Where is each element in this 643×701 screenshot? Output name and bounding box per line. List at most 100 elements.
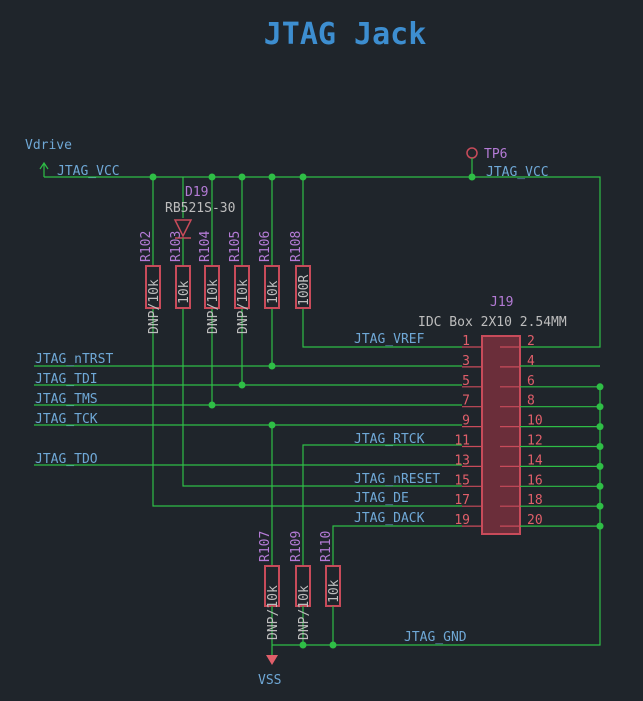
net-label-tck: JTAG_TCK	[35, 412, 98, 427]
net-label-gnd: JTAG_GND	[404, 630, 467, 645]
resistor-r105: R105 DNP/10k	[228, 177, 251, 385]
r105-ref: R105	[228, 231, 243, 262]
gnd-bus-wire	[272, 385, 601, 646]
r102-body	[145, 265, 161, 309]
net-label-vref: JTAG_VREF	[354, 332, 425, 347]
pin-number-right: 16	[527, 473, 543, 488]
junction-dot	[329, 641, 337, 649]
pin-number-left: 5	[462, 374, 470, 389]
resistor-r108: R108 100R	[289, 177, 462, 348]
net-label-tdo: JTAG_TDO	[35, 452, 98, 467]
net-label-de: JTAG_DE	[354, 491, 409, 506]
junction-dot	[299, 641, 307, 649]
junction-dot	[208, 401, 216, 409]
net-label-nreset: JTAG_nRESET	[354, 472, 440, 487]
pin-number-right: 10	[527, 414, 543, 429]
r102-ref: R102	[139, 231, 154, 262]
junction-dot	[596, 383, 604, 391]
r107-value: DNP/10k	[266, 585, 281, 640]
junction-dot	[596, 423, 604, 431]
diode-ref: D19	[185, 185, 208, 200]
r110-value: 10k	[327, 579, 342, 603]
vss-triangle-icon	[266, 655, 278, 665]
pin-number-right: 14	[527, 453, 543, 468]
connector-j19: J19 IDC Box 2X10 2.54MM 1357911131517192…	[418, 295, 600, 535]
junction-dot	[238, 381, 246, 389]
r103-ref: R103	[169, 231, 184, 262]
r109-value: DNP/10k	[297, 585, 312, 640]
r108-value: 100R	[297, 275, 312, 306]
junction-dot	[596, 403, 604, 411]
diode-triangle-icon	[173, 219, 193, 238]
pin-number-left: 1	[462, 334, 470, 349]
pin-number-left: 3	[462, 354, 470, 369]
resistor-r107: R107 DNP/10k	[258, 531, 281, 655]
r108-wires	[302, 177, 462, 348]
junction-dot	[596, 443, 604, 450]
r103-body	[175, 265, 191, 309]
pin-number-left: 7	[462, 394, 470, 409]
vdrive-power-symbol: Vdrive	[25, 138, 72, 177]
connector-value: IDC Box 2X10 2.54MM	[418, 315, 567, 330]
net-label-vcc-left: JTAG_VCC	[57, 164, 120, 179]
r106-ref: R106	[258, 231, 273, 262]
r104-body	[204, 265, 220, 309]
right-junction-dots	[596, 383, 604, 530]
pin-number-left: 11	[454, 434, 470, 449]
r103-wires	[182, 308, 462, 487]
r109-ref: R109	[289, 531, 304, 562]
connector-body	[481, 335, 521, 535]
r104-ref: R104	[198, 231, 213, 262]
net-label-tdi: JTAG_TDI	[35, 372, 98, 387]
pin-number-right: 2	[527, 334, 535, 349]
r108-body	[295, 265, 311, 309]
r107-ref: R107	[258, 531, 273, 562]
pin-number-left: 19	[454, 513, 470, 528]
sheet-title: JTAG Jack	[264, 17, 427, 52]
testpoint-tp6: TP6	[466, 147, 507, 177]
r108-ref: R108	[289, 231, 304, 262]
resistor-r110: R110 10k	[319, 531, 342, 645]
pin-number-right: 18	[527, 493, 543, 508]
connector-pin-lines	[462, 346, 600, 527]
r106-body	[264, 265, 280, 309]
vdrive-label: Vdrive	[25, 138, 72, 153]
vss-label: VSS	[258, 673, 281, 688]
r102-wires	[152, 177, 462, 507]
r103-value: 10k	[177, 280, 192, 304]
pin-number-right: 12	[527, 434, 543, 449]
pin-number-right: 20	[527, 513, 543, 528]
pin-number-left: 17	[454, 493, 470, 508]
pin-number-left: 15	[454, 473, 470, 488]
connector-ref: J19	[490, 295, 513, 310]
diode-d19: D19 RB521S-30	[165, 177, 235, 266]
r102-value: DNP/10k	[147, 279, 162, 334]
diode-value: RB521S-30	[165, 201, 235, 216]
resistor-r109: R109 DNP/10k	[289, 531, 312, 645]
vdrive-arrow-icon	[39, 161, 49, 177]
net-label-ntrst: JTAG_nTRST	[35, 352, 113, 367]
net-label-tms: JTAG_TMS	[35, 392, 98, 407]
vss-power-symbol: VSS	[258, 655, 281, 688]
net-label-dack: JTAG_DACK	[354, 511, 425, 526]
pin-number-right: 4	[527, 354, 535, 369]
junction-dot	[596, 482, 604, 490]
junction-dot	[596, 462, 604, 470]
vcc-rail-wire	[44, 176, 601, 348]
resistor-r106: R106 10k	[258, 177, 281, 366]
pin-number-right: 6	[527, 374, 535, 389]
r104-value: DNP/10k	[206, 279, 221, 334]
r105-body	[234, 265, 250, 309]
junction-dot	[468, 173, 476, 181]
resistor-r104: R104 DNP/10k	[198, 177, 221, 405]
junction-dot	[268, 362, 276, 370]
r105-value: DNP/10k	[236, 279, 251, 334]
pin-number-right: 8	[527, 394, 535, 409]
pin-number-left: 13	[454, 453, 470, 468]
rtck-wire	[302, 444, 462, 566]
r110-ref: R110	[319, 531, 334, 562]
net-label-vcc-right: JTAG_VCC	[486, 165, 549, 180]
junction-dot	[596, 522, 604, 530]
